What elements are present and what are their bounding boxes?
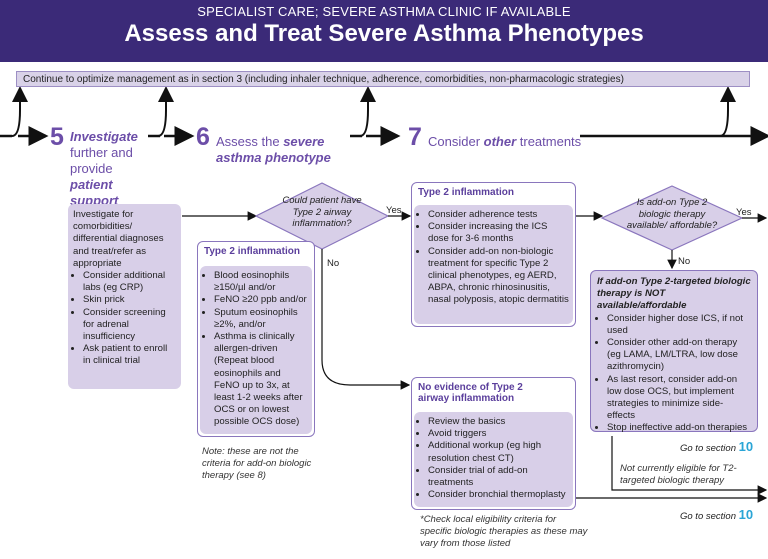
list-item: Consider additional labs (eg CRP) <box>83 270 176 294</box>
step-7-no-type2-box: No evidence of Type 2 airway inflammatio… <box>411 377 576 510</box>
list-item: Consider other add-on therapy (eg LAMA, … <box>607 337 751 374</box>
header-banner: SPECIALIST CARE; SEVERE ASTHMA CLINIC IF… <box>0 0 768 62</box>
step-7-type2-box: Type 2 inflammation Consider adherence t… <box>411 182 576 327</box>
list-item: Avoid triggers <box>428 428 569 440</box>
header-title: Assess and Treat Severe Asthma Phenotype… <box>124 20 644 47</box>
step-7-title-c: treatments <box>516 134 582 149</box>
list-item: Stop ineffective add-on therapies <box>607 422 751 434</box>
goto-label: Go to section <box>680 511 739 522</box>
list-item: Consider trial of add-on treatments <box>428 465 569 489</box>
step-6-line1: Assess the <box>216 134 284 149</box>
goto-number: 10 <box>738 507 754 522</box>
step-6-type2-title: Type 2 inflammation <box>204 246 300 257</box>
step-7-no-type2-content: Review the basics Avoid triggers Additio… <box>414 412 573 507</box>
step-6-heading: Assess the severe asthma phenotype <box>216 134 356 166</box>
step-7-heading: Consider other treatments <box>428 134 588 150</box>
list-item: FeNO ≥20 ppb and/or <box>214 294 308 306</box>
list-item: Consider increasing the ICS dose for 3-6… <box>428 221 569 245</box>
step-7-type2-content: Consider adherence tests Consider increa… <box>414 205 573 324</box>
list-item: Consider screening for adrenal insuffici… <box>83 307 176 344</box>
step-6-number: 6 <box>196 123 210 151</box>
type2-decision-text: Could patient have Type 2 airway inflamm… <box>282 195 362 229</box>
step-5-line2: further and <box>70 145 133 160</box>
list-item: Sputum eosinophils ≥2%, and/or <box>214 307 308 331</box>
decision2-yes-label: Yes <box>736 207 752 218</box>
step-7-type2-title: Type 2 inflammation <box>418 187 514 198</box>
list-item: Skin prick <box>83 294 176 306</box>
list-item: Consider add-on non-biologic treatment f… <box>428 246 569 307</box>
step-7-number: 7 <box>408 123 422 151</box>
list-item: Additional workup (eg high resolution ch… <box>428 440 569 464</box>
step-6-note: Note: these are not the criteria for add… <box>202 446 312 481</box>
no-biologic-box: If add-on Type 2-targeted biologic thera… <box>590 270 758 434</box>
step-6-line1b: severe <box>283 134 325 149</box>
goto-section-10-top[interactable]: Go to section 10 <box>680 439 753 454</box>
step-5-number: 5 <box>50 123 64 151</box>
step-7-title-b: other <box>483 134 517 149</box>
step-6-line2: asthma phenotype <box>216 150 331 165</box>
goto-number: 10 <box>738 439 754 454</box>
optimize-management-banner: Continue to optimize management as in se… <box>16 71 750 87</box>
step-7-title-a: Consider <box>428 134 484 149</box>
list-item: Consider higher dose ICS, if not used <box>607 313 751 337</box>
step-6-type2-content: Blood eosinophils ≥150/µl and/or FeNO ≥2… <box>200 266 312 434</box>
step-5-investigate-box: Investigate for comorbidities/ different… <box>68 204 181 389</box>
step-5-line1: Investigate <box>70 129 138 144</box>
step-7-footnote: *Check local eligibility criteria for sp… <box>420 514 588 549</box>
decision1-no-label: No <box>327 258 340 269</box>
step-5-line3b: patient <box>70 177 113 192</box>
list-item: Consider bronchial thermoplasty <box>428 489 569 501</box>
decision1-yes-label: Yes <box>386 205 402 216</box>
list-item: Review the basics <box>428 416 569 428</box>
list-item: As last resort, consider add-on low dose… <box>607 374 751 423</box>
no-biologic-title: If add-on Type 2-targeted biologic thera… <box>597 276 751 312</box>
step-5-heading: Investigate further and provide patient … <box>70 129 150 209</box>
step-6-type2-box: Type 2 inflammation Blood eosinophils ≥1… <box>197 241 315 437</box>
decision2-no-label: No <box>678 256 691 267</box>
header-subtitle: SPECIALIST CARE; SEVERE ASTHMA CLINIC IF… <box>197 4 571 19</box>
list-item: Asthma is clinically allergen-driven (Re… <box>214 331 308 429</box>
list-item: Ask patient to enroll in clinical trial <box>83 343 176 367</box>
not-eligible-text: Not currently eligible for T2-targeted b… <box>620 463 737 486</box>
step-5-box-intro: Investigate for comorbidities/ different… <box>73 209 164 269</box>
list-item: Blood eosinophils ≥150/µl and/or <box>214 270 308 294</box>
goto-section-10-bottom[interactable]: Go to section 10 <box>680 507 753 522</box>
biologic-decision-text: Is add-on Type 2 biologic therapy availa… <box>626 197 718 231</box>
step-5-line3a: provide <box>70 161 113 176</box>
goto-label: Go to section <box>680 443 739 454</box>
list-item: Consider adherence tests <box>428 209 569 221</box>
step-7-no-type2-title: No evidence of Type 2 airway inflammatio… <box>418 382 523 404</box>
